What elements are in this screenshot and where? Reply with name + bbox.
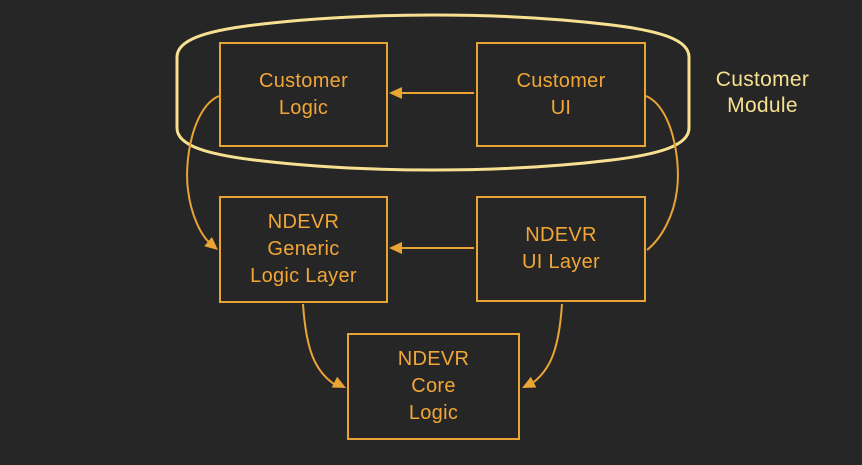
node-ndevr-generic-logic-layer: NDEVR Generic Logic Layer bbox=[219, 196, 388, 303]
node-customer-ui: Customer UI bbox=[476, 42, 646, 147]
connector-customer-ui-to-ndevr-ui bbox=[645, 95, 679, 251]
node-ndevr-core-logic: NDEVR Core Logic bbox=[347, 333, 520, 440]
arrowhead bbox=[389, 87, 402, 99]
arrow-ndevr-ui-to-ndevr-core bbox=[522, 303, 563, 388]
customer-module-boundary bbox=[175, 13, 691, 172]
node-customer-logic: Customer Logic bbox=[219, 42, 388, 147]
arrow-customer-logic-to-ndevr-generic bbox=[186, 95, 220, 250]
customer-module-label: Customer Module bbox=[715, 68, 810, 117]
arrowhead bbox=[389, 242, 402, 254]
arrowhead bbox=[522, 376, 537, 388]
arrow-ndevr-generic-to-ndevr-core bbox=[302, 303, 346, 388]
arrowhead bbox=[331, 376, 346, 388]
arrow-ndevr-ui-to-ndevr-generic bbox=[389, 242, 474, 254]
arrowhead bbox=[204, 237, 218, 250]
arrow-customer-ui-to-customer-logic bbox=[389, 87, 474, 99]
node-ndevr-ui-layer: NDEVR UI Layer bbox=[476, 196, 646, 302]
